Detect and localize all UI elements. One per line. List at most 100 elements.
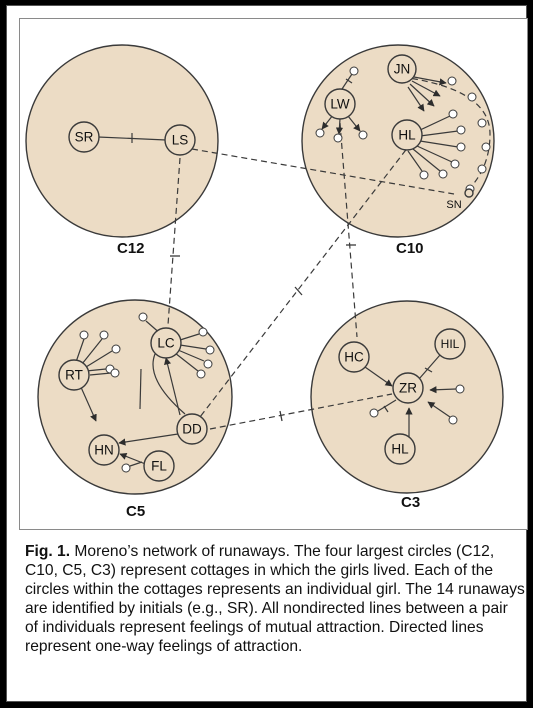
runaway-node-hl3: HL — [384, 433, 416, 465]
girl-node — [481, 142, 491, 152]
zr-small-tick — [383, 405, 389, 413]
hl-spoke-3 — [419, 140, 459, 148]
link-ls-sn — [191, 148, 455, 195]
girl-node — [349, 66, 359, 76]
cottage-c5: C5 — [37, 299, 233, 520]
lw-to-top — [341, 73, 353, 90]
girl-node — [358, 130, 368, 140]
runaway-circle — [391, 119, 423, 151]
cottage-c12-label: C12 — [117, 240, 145, 257]
lc-dd-curve — [139, 368, 142, 410]
jn-arrow-2 — [409, 83, 435, 107]
girl-node — [438, 169, 448, 179]
jn-arrow-3 — [407, 86, 425, 112]
girl-node — [369, 408, 379, 418]
runaway-node-sr: SR — [68, 121, 100, 153]
girl-node — [121, 463, 131, 473]
runaway-node-ls: LS — [164, 124, 196, 156]
girl-node — [467, 92, 477, 102]
link-dd-zr — [209, 393, 393, 430]
girl-node — [138, 312, 148, 322]
lw-arrow-1 — [321, 114, 334, 130]
runaway-node-lw: LW — [324, 88, 356, 120]
jn-arrow-4 — [413, 76, 447, 86]
girl-node — [477, 118, 487, 128]
lc-spoke-3 — [177, 349, 205, 362]
lc-spoke-2 — [179, 344, 207, 350]
fl-to-hn — [119, 453, 149, 466]
runaway-label: FL — [151, 459, 167, 474]
runaway-label: HL — [398, 128, 416, 143]
runaway-node-hil: HIL — [434, 328, 466, 360]
cottage-c3-label: C3 — [401, 494, 420, 511]
jn-arrow-1 — [411, 80, 441, 97]
runaway-label: HN — [94, 443, 114, 458]
runaway-label: HL — [391, 442, 409, 457]
runaway-node-zr: ZR — [392, 372, 424, 404]
zr-small-1 — [377, 399, 397, 412]
tick-dd-zr — [279, 410, 283, 422]
cottage-c5-circle — [37, 299, 233, 495]
cottage-c12: C12 — [25, 44, 219, 257]
link-lw-hc — [339, 122, 358, 338]
runaway-circle — [464, 188, 474, 198]
girl-node — [477, 164, 487, 174]
dashed-links — [167, 76, 491, 430]
runaway-circle — [68, 121, 100, 153]
runaway-circle — [384, 433, 416, 465]
cottage-c5-label: C5 — [126, 503, 145, 520]
girl-node — [456, 142, 466, 152]
rt-spoke-3 — [85, 350, 113, 368]
runaway-circle — [58, 359, 90, 391]
runaway-circle — [164, 124, 196, 156]
runaway-label: LW — [330, 97, 350, 112]
girl-node — [448, 415, 458, 425]
runaway-label: LS — [172, 133, 189, 148]
runaway-circle — [338, 341, 370, 373]
dd-to-lc — [164, 357, 181, 416]
runaway-label: SN — [446, 199, 461, 211]
small-to-zr-1 — [429, 386, 457, 394]
lw-top-tick — [345, 78, 353, 84]
link-jn-sn-chain — [401, 76, 491, 193]
caption-label: Fig. 1. — [25, 543, 71, 560]
runaway-circle — [392, 372, 424, 404]
runaway-label: HIL — [441, 337, 460, 351]
lc-spoke-1 — [179, 333, 200, 341]
rt-spoke-1 — [75, 338, 85, 363]
runaway-label: SR — [75, 130, 94, 145]
runaway-circle — [434, 328, 466, 360]
runaway-label: JN — [394, 62, 411, 77]
girl-node — [333, 133, 343, 143]
link-hl-dd — [199, 141, 413, 418]
hil-zr — [418, 354, 441, 380]
runaway-node-jn: JN — [387, 54, 417, 84]
fl-small-link — [129, 461, 143, 467]
rt-to-hn — [79, 384, 97, 422]
diagram-panel: C12 C10 C5 C3 — [19, 18, 528, 530]
runaway-node-rt: RT — [58, 359, 90, 391]
hl-spoke-1 — [417, 115, 451, 132]
runaway-node-lc: LC — [150, 327, 182, 359]
lw-arrow-2 — [335, 118, 344, 135]
girl-node — [456, 125, 466, 135]
runaway-node-hl10: HL — [391, 119, 423, 151]
tick-hl-dd — [294, 286, 303, 296]
runaway-node-fl: FL — [143, 450, 175, 482]
girl-node — [205, 345, 215, 355]
lc-dd-path — [152, 353, 186, 415]
girl-node — [111, 344, 121, 354]
runaway-node-sn: SN — [446, 188, 474, 211]
girl-node — [198, 327, 208, 337]
rt-spoke-4 — [85, 368, 107, 372]
girl-node — [455, 384, 465, 394]
caption-text: Moreno’s network of runaways. The four l… — [25, 543, 525, 655]
girl-node — [447, 76, 457, 86]
girl-node — [448, 109, 458, 119]
lw-arrow-3 — [347, 115, 361, 132]
runaway-label: HC — [344, 350, 364, 365]
runaway-node-dd: DD — [176, 413, 208, 445]
runaway-circle — [387, 54, 417, 84]
girl-node — [99, 330, 109, 340]
runaway-label: DD — [182, 422, 202, 437]
